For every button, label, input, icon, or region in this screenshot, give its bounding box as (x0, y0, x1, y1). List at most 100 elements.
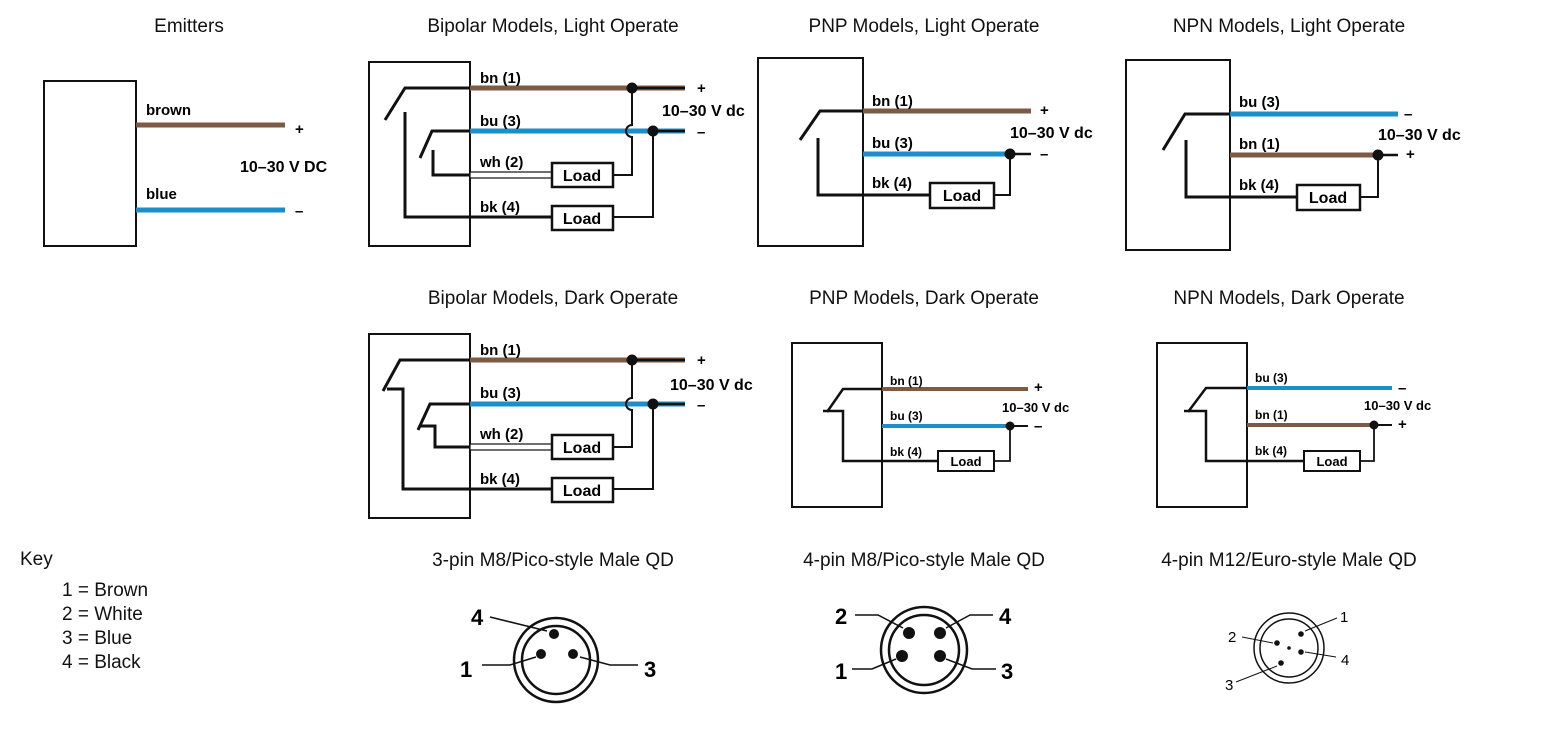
m8-4pin-connector: 2 4 1 3 (835, 604, 1013, 695)
load-return (994, 154, 1011, 196)
npn-dark-title: NPN Models, Dark Operate (1173, 288, 1405, 309)
emitter-minus: – (295, 203, 303, 220)
pin-3-leader (1235, 665, 1278, 683)
bu-label: bu (3) (480, 385, 521, 402)
switch-bk-lead (403, 112, 470, 219)
plus-sign: + (697, 80, 706, 97)
bipolar-dark-title: Bipolar Models, Dark Operate (427, 288, 679, 309)
pin-1-leader (482, 656, 537, 666)
pnp-light-diagram: Load bn (1) bu (3) bk (4) + – 10–30 V dc (757, 57, 1093, 247)
m8-4pin-title: 4-pin M8/Pico-style Male QD (803, 550, 1045, 571)
npn-light-diagram: Load bu (3) bn (1) bk (4) – + 10–30 V dc (1125, 59, 1461, 251)
load-label: Load (950, 454, 981, 469)
pin-1-label: 1 (835, 659, 847, 684)
load-return (1360, 425, 1375, 462)
bn-label: bn (1) (872, 93, 913, 110)
emitters-diagram: brown blue + – 10–30 V DC (43, 80, 328, 247)
bu-label: bu (3) (480, 113, 521, 130)
voltage-label: 10–30 V dc (1378, 127, 1461, 144)
plus-sign: + (1406, 146, 1415, 163)
bu-label: bu (3) (872, 135, 913, 152)
m8-3pin-title: 3-pin M8/Pico-style Male QD (432, 550, 674, 571)
wh-load-return (613, 88, 633, 176)
plus-sign: + (1040, 102, 1049, 119)
junction-plus (626, 82, 638, 94)
center-key (1287, 646, 1291, 650)
bu-label: bu (3) (1239, 94, 1280, 111)
pin-4 (549, 629, 559, 639)
sensor-body (368, 333, 471, 519)
plus-sign: + (1398, 416, 1407, 433)
wh-label: wh (2) (479, 154, 523, 171)
load-label-bk: Load (563, 211, 601, 228)
pin-2 (903, 627, 915, 639)
emitter-blue-label: blue (146, 186, 177, 203)
load-return (994, 426, 1011, 462)
pnp-dark-diagram: Load bn (1) bu (3) bk (4) + – 10–30 V dc (791, 342, 1069, 508)
load-label-bk: Load (563, 483, 601, 500)
pin-4-label: 4 (1341, 652, 1349, 669)
pnp-light-title: PNP Models, Light Operate (808, 16, 1040, 37)
load-label: Load (943, 188, 981, 205)
pin-3-label: 3 (644, 657, 656, 682)
connector-inner-ring (887, 613, 961, 687)
voltage-label: 10–30 V dc (1364, 398, 1431, 413)
pin-3-label: 3 (1001, 659, 1013, 684)
load-label: Load (1316, 454, 1347, 469)
switch-contact (1187, 386, 1247, 413)
junction-minus (647, 125, 659, 137)
emitter-plus: + (295, 121, 304, 138)
pin-1-leader (852, 658, 897, 670)
pin-4-label: 4 (471, 605, 484, 630)
load-label-wh: Load (563, 168, 601, 185)
key-item-1: 1 = Brown (62, 580, 149, 601)
connector-outer-ring (512, 616, 600, 704)
pin-2-leader (1241, 636, 1274, 644)
bn-label: bn (1) (480, 70, 521, 87)
switch-contact (825, 387, 882, 413)
junction-plus (626, 354, 638, 366)
voltage-label: 10–30 V dc (1002, 400, 1069, 415)
bk-label: bk (4) (1255, 444, 1287, 458)
key-item-2: 2 = White (62, 604, 143, 625)
switch-contact-top (383, 86, 470, 121)
switch-bk-lead (1184, 140, 1230, 199)
junction-minus (1004, 148, 1016, 160)
pin-3-leader (579, 656, 638, 666)
load-return (1360, 155, 1379, 198)
pin-1 (536, 649, 546, 659)
pin-1-leader (1304, 617, 1338, 632)
bipolar-light-diagram: Load Load bn (1) bu (3) wh (2) bk (4) + … (368, 61, 745, 247)
npn-light-title: NPN Models, Light Operate (1172, 16, 1406, 37)
sensor-body (368, 61, 471, 247)
pin-2-label: 2 (1228, 629, 1236, 646)
bipolar-light-title: Bipolar Models, Light Operate (427, 16, 679, 37)
bn-label: bn (1) (1239, 136, 1280, 153)
pin-2-leader (855, 614, 904, 629)
switch-contact (1161, 112, 1230, 151)
connector-outer-ring (1253, 612, 1325, 684)
voltage-label: 10–30 V dc (1010, 125, 1093, 142)
load-box-bk (550, 476, 615, 504)
npn-dark-diagram: Load bu (3) bn (1) bk (4) – + 10–30 V dc (1156, 342, 1431, 508)
bu-label: bu (3) (1255, 371, 1288, 385)
voltage-label: 10–30 V dc (670, 377, 753, 394)
minus-sign: – (1398, 380, 1406, 397)
bu-label: bu (3) (890, 409, 923, 423)
emitter-brown-label: brown (146, 102, 191, 119)
bk-label: bk (4) (480, 471, 520, 488)
pin-1-label: 1 (1340, 609, 1348, 626)
bk-load-return (613, 131, 654, 218)
bk-label: bk (4) (480, 199, 520, 216)
junction-minus (647, 398, 659, 410)
minus-sign: – (697, 124, 705, 141)
switch-contact-bottom (416, 402, 470, 431)
switch-contact-top (381, 358, 470, 392)
key-item-4: 4 = Black (62, 652, 141, 673)
m8-3pin-connector: 4 1 3 (460, 605, 656, 704)
pin-4-leader (945, 614, 993, 629)
pin-3-leader (945, 658, 996, 670)
pin-3 (1278, 660, 1284, 666)
wh-load-return (613, 360, 633, 448)
pin-3 (568, 649, 578, 659)
